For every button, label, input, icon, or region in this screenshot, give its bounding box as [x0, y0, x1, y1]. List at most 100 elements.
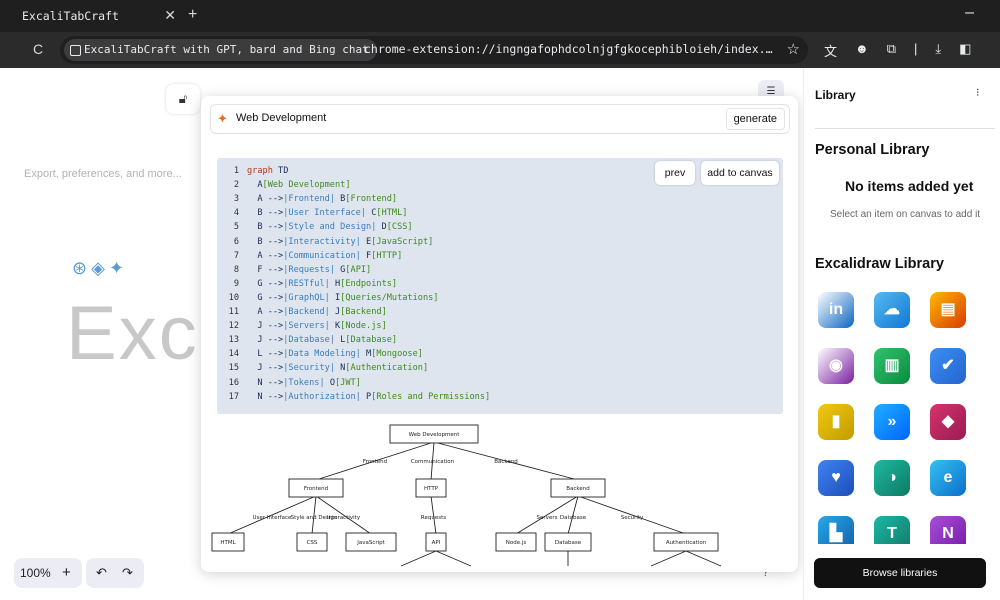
- code-token: A: [247, 250, 268, 261]
- code-line: 13 J -->|Database| L[Database]: [217, 335, 397, 349]
- level1-node-box: [288, 478, 344, 498]
- power-bi-icon[interactable]: ▮: [818, 404, 854, 440]
- level2-node-text: Authentication: [666, 540, 707, 546]
- no-items-message: No items added yet: [845, 178, 974, 194]
- code-token: I: [329, 292, 341, 303]
- diagram-edge: [315, 441, 435, 481]
- extension-icon: [70, 45, 81, 56]
- line-number: 10: [228, 292, 239, 303]
- code-token: M: [360, 349, 372, 360]
- line-number: 5: [233, 222, 239, 233]
- code-token: [Mongoose]: [371, 349, 423, 360]
- ms-library-icon[interactable]: ▙: [818, 516, 854, 544]
- code-token: J: [247, 321, 268, 332]
- zoom-in-button[interactable]: +: [62, 564, 71, 581]
- line-number: 6: [233, 236, 239, 247]
- profile-icon[interactable]: ☻: [855, 41, 869, 56]
- excalidraw-library-title: Excalidraw Library: [815, 256, 944, 272]
- url-text[interactable]: chrome-extension://ingngafophdcolnjgfgko…: [364, 42, 773, 56]
- edge-label: Communication: [411, 459, 455, 465]
- download-icon[interactable]: ⤓: [935, 41, 942, 56]
- translate-icon[interactable]: 文: [824, 44, 838, 59]
- sway-icon[interactable]: ◑: [874, 460, 910, 496]
- level2-node-text: API: [432, 540, 441, 546]
- code-token: [Database]: [345, 335, 398, 346]
- generate-button[interactable]: generate: [725, 108, 785, 130]
- diagram-edge: [567, 495, 579, 535]
- code-token: [Endpoints]: [340, 278, 398, 289]
- browser-tab[interactable]: ExcaliTabCraft ✕: [14, 0, 182, 32]
- lock-icon[interactable]: 🔓︎: [166, 84, 200, 114]
- separator-icon[interactable]: |: [914, 41, 918, 56]
- code-line: 10 G -->|GraphQL| I[Queries/Mutations]: [217, 292, 439, 307]
- site-chip[interactable]: ExcaliTabCraft with GPT, bard and Bing c…: [64, 39, 377, 61]
- power-apps-icon[interactable]: »: [874, 404, 910, 440]
- code-token: -->: [267, 349, 284, 360]
- stack-icon[interactable]: ▤: [930, 292, 966, 328]
- onedrive-icon[interactable]: ☁: [874, 292, 910, 328]
- side-panel-icon[interactable]: ◧: [959, 41, 972, 56]
- line-number: 8: [233, 264, 239, 275]
- code-token: G: [247, 278, 268, 289]
- root-node-text: Web Development: [409, 432, 461, 438]
- zoom-level[interactable]: 100%: [20, 566, 51, 580]
- level1-node-text: Frontend: [304, 486, 328, 492]
- code-token: G: [247, 292, 268, 303]
- linkedin-icon[interactable]: in: [818, 292, 854, 328]
- level2-node-text: Database: [555, 540, 582, 546]
- tab-close-icon[interactable]: ✕: [164, 7, 176, 23]
- browser-toolbar: C ExcaliTabCraft with GPT, bard and Bing…: [0, 32, 1000, 68]
- code-token: -->: [267, 208, 284, 219]
- library-title: Library: [815, 88, 856, 102]
- pin-icon[interactable]: ⁝: [976, 87, 980, 99]
- copilot-icon: ◈: [91, 258, 109, 278]
- diagram-edge: [577, 495, 687, 535]
- power-automate-icon[interactable]: ◉: [818, 348, 854, 384]
- level2-node-text: HTML: [220, 540, 236, 546]
- code-token: J: [329, 307, 341, 317]
- code-token: G: [334, 264, 346, 275]
- level2-node-text: Node.js: [506, 540, 527, 546]
- code-token: -->: [267, 264, 284, 275]
- add-to-canvas-button[interactable]: add to canvas: [701, 161, 779, 185]
- prompt-input[interactable]: ✦ Web Development generate: [210, 104, 790, 134]
- code-token: -->: [267, 335, 284, 346]
- code-token: J: [247, 335, 268, 346]
- planner-icon[interactable]: ▥: [874, 348, 910, 384]
- code-token: N: [334, 363, 346, 374]
- browse-libraries-button[interactable]: Browse libraries: [814, 558, 986, 588]
- new-tab-button[interactable]: +: [188, 6, 198, 23]
- level2-node-box: [345, 532, 397, 552]
- code-token: |Style and Design|: [283, 222, 377, 233]
- code-token: [CSS]: [386, 222, 413, 233]
- edge-icon[interactable]: e: [930, 460, 966, 496]
- power-automate-alt-icon[interactable]: ◆: [930, 404, 966, 440]
- code-line: 4 B -->|User Interface| C[HTML]: [217, 208, 408, 222]
- code-token: [HTTP]: [371, 250, 403, 261]
- teams-icon[interactable]: T: [874, 516, 910, 544]
- code-token: |Requests|: [283, 264, 335, 275]
- code-token: [JavaScript]: [371, 236, 434, 247]
- todo-icon[interactable]: ✔: [930, 348, 966, 384]
- line-number: 3: [233, 194, 239, 205]
- viva-icon[interactable]: ♥: [818, 460, 854, 496]
- code-token: |Frontend|: [283, 194, 335, 205]
- prev-button[interactable]: prev: [655, 161, 695, 185]
- bookmark-star-icon[interactable]: ☆: [786, 41, 800, 58]
- code-token: -->: [267, 236, 284, 247]
- zoom-controls: 100% +: [14, 558, 82, 588]
- code-token: |Communication|: [283, 250, 361, 261]
- reload-icon[interactable]: C: [33, 41, 44, 57]
- history-controls: ↶ ↷: [86, 558, 144, 588]
- minimize-button[interactable]: –: [965, 4, 974, 21]
- code-line: 8 F -->|Requests| G[API]: [217, 265, 371, 279]
- address-bar[interactable]: ExcaliTabCraft with GPT, bard and Bing c…: [60, 36, 808, 64]
- undo-icon[interactable]: ↶: [96, 565, 107, 580]
- onenote-icon[interactable]: N: [930, 516, 966, 544]
- code-token: graph: [247, 166, 273, 176]
- line-number: 14: [228, 349, 239, 360]
- redo-icon[interactable]: ↷: [122, 565, 133, 580]
- extensions-icon[interactable]: ⧉: [886, 41, 896, 56]
